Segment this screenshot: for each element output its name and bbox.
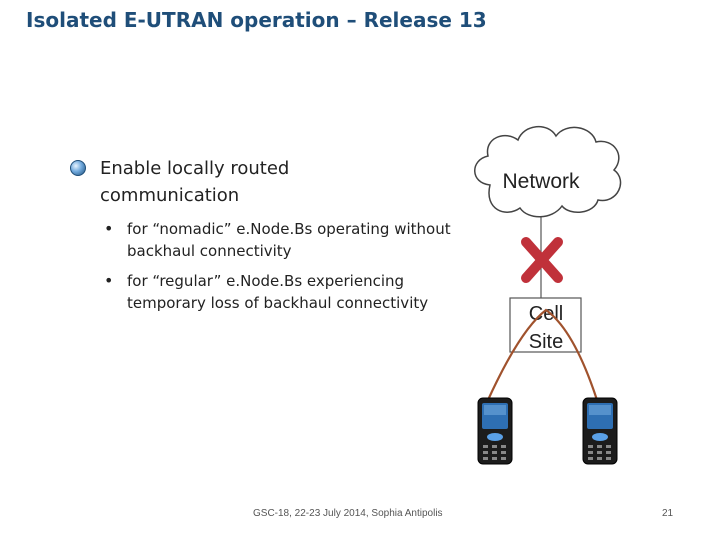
bullet-orb-icon — [70, 160, 86, 176]
sub-bullet-text: for “regular” e.Node.Bs experiencing tem… — [127, 272, 429, 312]
main-bullet-text: Enable locally routed communication — [100, 158, 290, 206]
sub-bullet-text: for “nomadic” e.Node.Bs operating withou… — [127, 220, 451, 260]
network-label: Network — [502, 170, 580, 193]
cloud-icon — [474, 126, 622, 218]
bullet-dot-icon: • — [104, 219, 114, 238]
cell-site-label-line2: Site — [529, 331, 563, 353]
sub-bullet-nomadic: • for “nomadic” e.Node.Bs operating with… — [100, 218, 477, 262]
local-radio-link-arc — [486, 308, 599, 401]
broken-link-x-icon — [521, 237, 563, 283]
main-bullet: Enable locally routed communication — [70, 155, 400, 209]
page-number: 21 — [662, 508, 674, 519]
sub-bullet-regular: • for “regular” e.Node.Bs experiencing t… — [100, 270, 477, 314]
mobile-phone-icon — [582, 397, 618, 465]
slide-title: Isolated E-UTRAN operation – Release 13 — [26, 8, 487, 32]
mobile-phone-icon — [477, 397, 513, 465]
footer-text: GSC-18, 22-23 July 2014, Sophia Antipoli… — [253, 508, 443, 519]
bullet-dot-icon: • — [104, 271, 114, 290]
cell-site-box — [509, 297, 582, 353]
cell-site-label-line1: Cell — [529, 303, 563, 325]
